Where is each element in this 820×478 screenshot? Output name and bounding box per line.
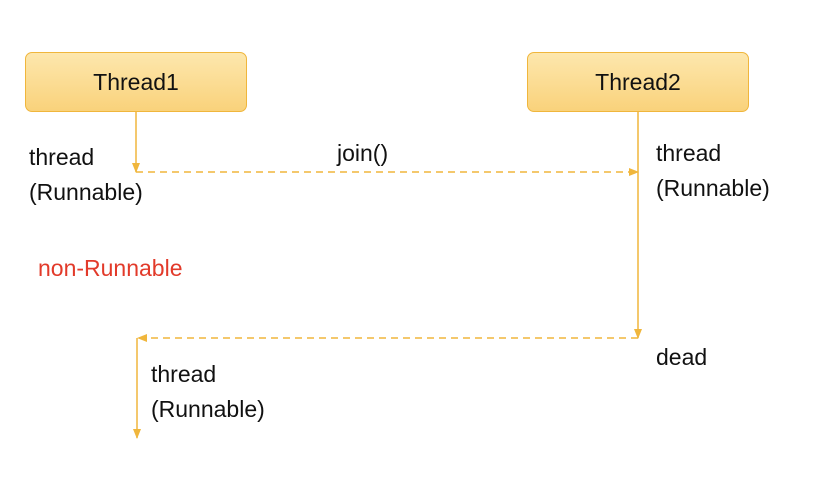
thread1-label: Thread1 <box>93 68 179 95</box>
state-line: thread <box>151 361 217 387</box>
thread1-running-state: thread (Runnable) <box>29 140 143 210</box>
thread2-label: Thread2 <box>595 68 681 95</box>
thread1-box: Thread1 <box>25 52 247 112</box>
join-label: join() <box>337 140 389 166</box>
dead-label: dead <box>656 344 708 370</box>
non-runnable-label: non-Runnable <box>38 255 183 281</box>
thread1-resumed-state: thread (Runnable) <box>151 357 265 427</box>
thread2-box: Thread2 <box>527 52 749 112</box>
state-line: (Runnable) <box>656 175 770 201</box>
state-line: (Runnable) <box>151 396 265 422</box>
state-line: thread <box>29 144 95 170</box>
state-line: (Runnable) <box>29 179 143 205</box>
thread2-running-state: thread (Runnable) <box>656 136 770 206</box>
state-line: thread <box>656 140 722 166</box>
